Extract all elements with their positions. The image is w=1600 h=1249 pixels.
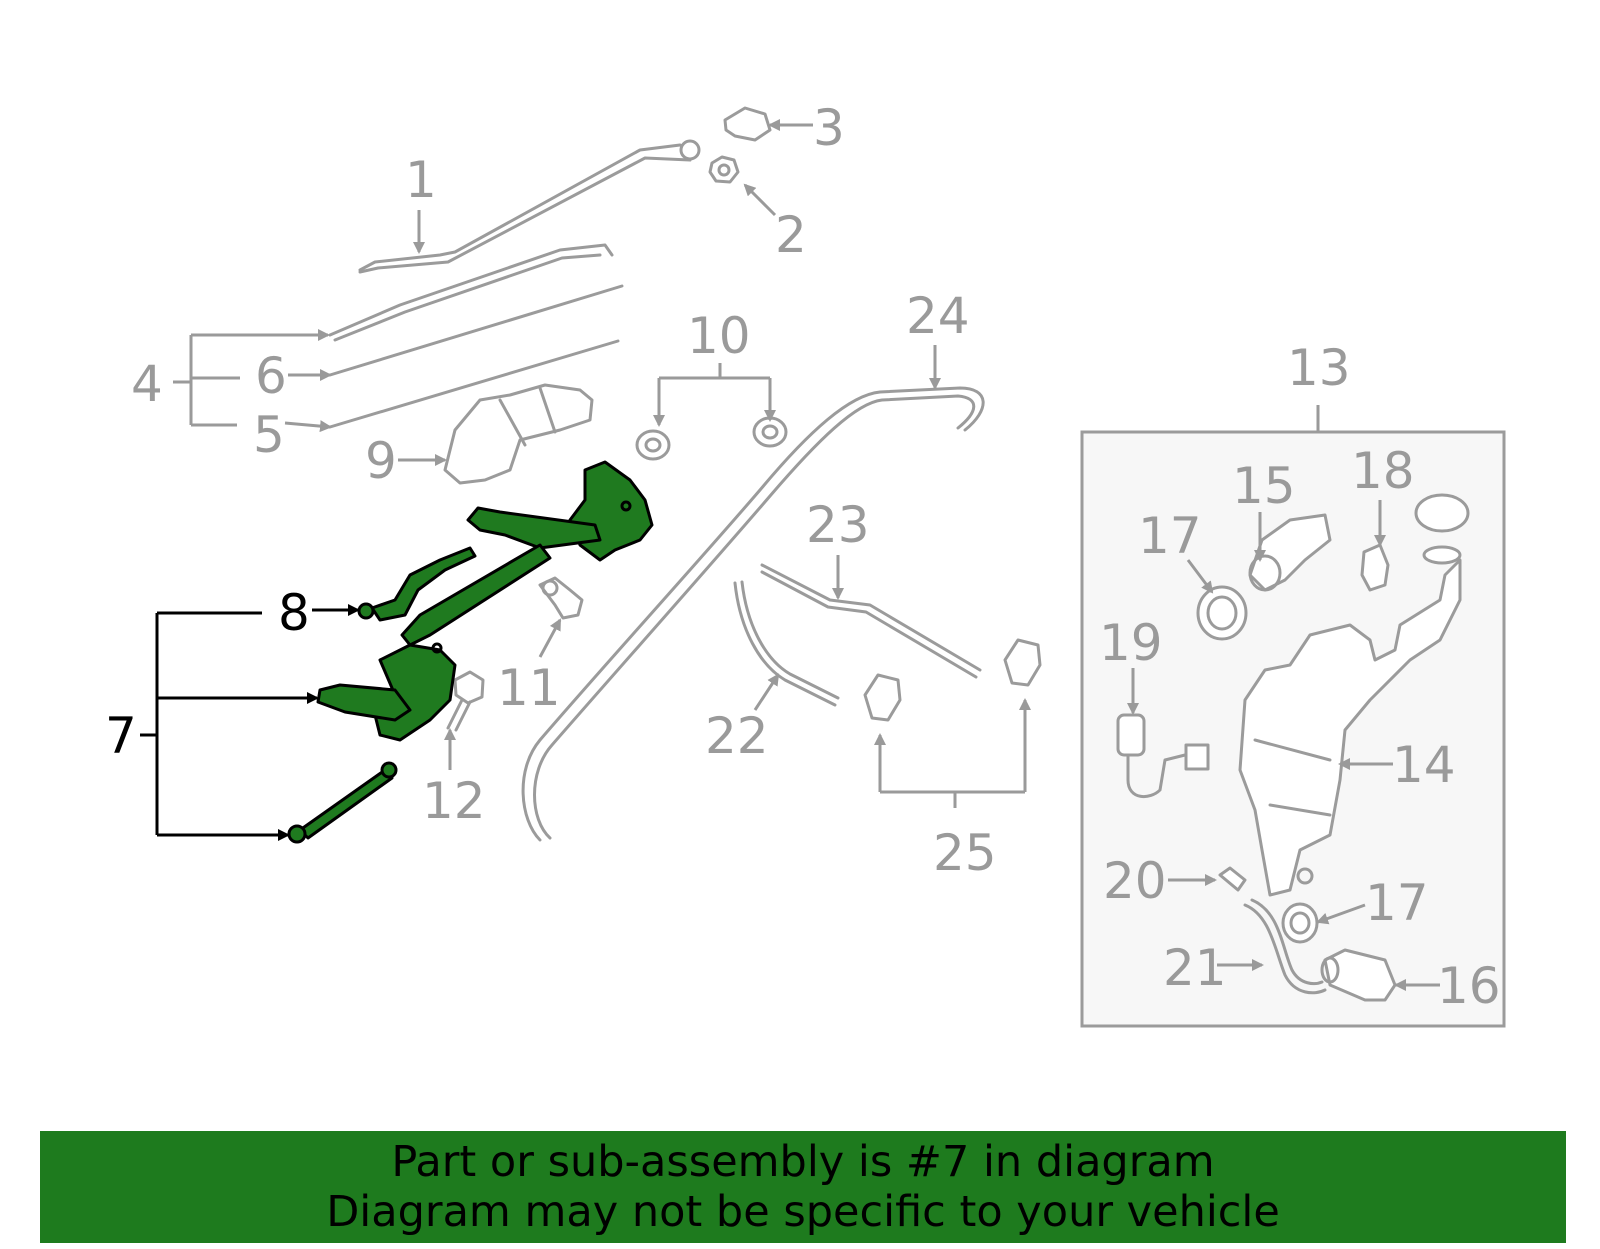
callout-16: 16 bbox=[1437, 957, 1501, 1015]
callout-17-bottom: 17 bbox=[1365, 874, 1429, 932]
banner-line-1: Part or sub-assembly is #7 in diagram bbox=[391, 1137, 1215, 1187]
wiper-blade-part bbox=[328, 243, 624, 429]
callout-12: 12 bbox=[422, 772, 486, 830]
callout-7: 7 bbox=[105, 707, 137, 765]
washer-nozzle-part bbox=[863, 638, 1042, 722]
callout-21: 21 bbox=[1163, 939, 1227, 997]
callout-25: 25 bbox=[933, 824, 997, 882]
nut-part bbox=[708, 155, 740, 184]
wiper-motor-part bbox=[443, 383, 594, 485]
pump-grommet-part bbox=[1196, 585, 1319, 944]
banner-line-2: Diagram may not be specific to your vehi… bbox=[326, 1187, 1280, 1237]
fluid-sensor-part bbox=[1116, 713, 1210, 799]
callout-6: 6 bbox=[255, 347, 287, 405]
callout-13: 13 bbox=[1287, 339, 1351, 397]
callout-22: 22 bbox=[705, 707, 769, 765]
callout-4: 4 bbox=[131, 355, 163, 413]
callout-8: 8 bbox=[278, 584, 310, 642]
leader-lines bbox=[173, 119, 1440, 991]
callout-15: 15 bbox=[1232, 457, 1296, 515]
cap-part bbox=[723, 106, 772, 142]
highlight-leader-lines bbox=[140, 604, 360, 841]
callout-3: 3 bbox=[813, 99, 845, 157]
reservoir-hose-part bbox=[1243, 898, 1327, 995]
callout-labels: 1 2 3 4 6 5 9 10 11 12 24 23 22 25 13 15… bbox=[105, 99, 1501, 1015]
callout-20: 20 bbox=[1103, 852, 1167, 910]
washer-reservoir-part bbox=[1238, 493, 1470, 897]
callout-5: 5 bbox=[253, 406, 285, 464]
callout-19: 19 bbox=[1099, 614, 1163, 672]
hose-part-22 bbox=[733, 580, 840, 707]
grommet-part bbox=[635, 416, 788, 461]
callout-1: 1 bbox=[405, 151, 437, 209]
info-banner: Part or sub-assembly is #7 in diagram Di… bbox=[40, 1131, 1566, 1243]
callout-2: 2 bbox=[775, 206, 807, 264]
callout-18: 18 bbox=[1351, 442, 1415, 500]
callout-14: 14 bbox=[1392, 736, 1456, 794]
wiper-arm-part bbox=[358, 139, 701, 274]
callout-23: 23 bbox=[806, 496, 870, 554]
callout-10: 10 bbox=[687, 307, 751, 365]
level-sensor-part bbox=[1360, 543, 1390, 592]
bolt-part bbox=[538, 576, 584, 620]
bolt-part-12 bbox=[446, 670, 485, 732]
callout-17-top: 17 bbox=[1138, 507, 1202, 565]
rear-pump-part bbox=[1320, 948, 1397, 1002]
hose-part-23 bbox=[760, 563, 982, 679]
callout-9: 9 bbox=[365, 432, 397, 490]
connector-part bbox=[1218, 866, 1247, 892]
callout-24: 24 bbox=[906, 287, 970, 345]
callout-11: 11 bbox=[497, 659, 561, 717]
washer-hose-part bbox=[521, 386, 985, 842]
wiper-linkage-highlight bbox=[287, 460, 654, 844]
